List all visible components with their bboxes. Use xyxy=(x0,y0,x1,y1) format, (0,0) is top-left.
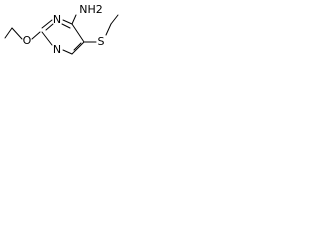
bond-ch3-end xyxy=(110,14,119,25)
atom-label-n1: N xyxy=(53,43,61,56)
structure-diagram: NH2 N N O S xyxy=(0,0,126,67)
bond-n1-c6 xyxy=(62,49,73,55)
bond-s-ch3 xyxy=(105,23,112,36)
bond-c4-n3-double xyxy=(61,23,71,29)
bond-c6-c5-double xyxy=(73,42,82,51)
bond-c6-c5 xyxy=(71,41,85,55)
bond-c5-c4 xyxy=(71,23,85,43)
atom-label-o: O xyxy=(23,34,32,47)
bond-ch2-ch3 xyxy=(4,27,13,39)
bond-c4-n3 xyxy=(62,19,73,25)
bond-c4-nh2 xyxy=(71,14,77,25)
bond-c2-o xyxy=(31,31,41,40)
bond-o-ch2 xyxy=(11,27,23,40)
bond-c2-n1 xyxy=(41,31,53,46)
atom-label-n3: N xyxy=(53,13,61,26)
molecule-svg: NH2 N N O S xyxy=(4,3,119,56)
atom-label-s: S xyxy=(98,35,105,48)
bond-n3-c2 xyxy=(41,19,53,29)
bond-c2-n3-double xyxy=(45,23,54,31)
atom-label-nh2: NH2 xyxy=(79,3,103,16)
